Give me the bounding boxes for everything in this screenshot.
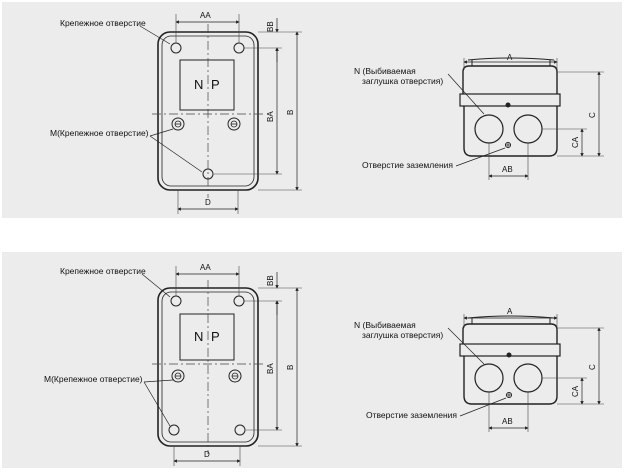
mount-hole-top-left [170, 42, 182, 54]
label-mount-hole: Крепежное отверстие [60, 18, 146, 28]
socket-label-p: P [211, 329, 220, 344]
mount-hole-top-right [233, 295, 245, 307]
socket-label-n: N [194, 77, 203, 92]
knockout-left [474, 363, 504, 393]
dim-ca: CA [571, 385, 580, 397]
mount-hole-top-left [170, 295, 182, 307]
center-screw [506, 352, 512, 358]
center-screw [505, 102, 511, 108]
side-view: N (Выбиваемая заглушка отверстия) Отверс… [354, 53, 604, 180]
socket-window [179, 59, 235, 111]
socket-label-n: N [194, 329, 203, 344]
lid-outline [462, 65, 558, 94]
dim-ab: AB [502, 417, 513, 426]
label-knockout-line2: заглушка отверстия) [362, 76, 443, 86]
front-view: N P Крепежное отверстие M(Крепежное отве… [50, 11, 302, 214]
front-view: N P Крепежное отверстие M(Крепежное отве… [44, 263, 302, 466]
dim-bb: BB [266, 21, 275, 32]
side-view: N (Выбиваемая заглушка отверстия) Отверс… [354, 307, 604, 432]
dim-ab: AB [502, 165, 513, 174]
body-outline [463, 356, 558, 405]
dim-a: A [507, 307, 513, 316]
socket-label-p: P [211, 77, 220, 92]
dim-b: B [286, 110, 295, 115]
m-screw-left [171, 117, 185, 131]
lid-outline [462, 323, 558, 344]
m-screw-left [171, 369, 185, 383]
mount-hole-top-right [233, 42, 245, 54]
socket-window [179, 313, 235, 361]
label-m-hole: M(Крепежное отверстие) [44, 374, 143, 384]
knockout-right [513, 363, 543, 393]
diagram-panel-top: N P Крепежное отверстие M(Крепежное отве… [2, 2, 622, 218]
knockout-left [474, 114, 504, 144]
m-screw-right [228, 369, 242, 383]
dim-b: B [286, 365, 295, 370]
dim-aa: AA [200, 11, 211, 20]
mount-hole-bottom-left [168, 424, 180, 436]
dim-d: D [205, 198, 211, 207]
knockout-right [513, 114, 543, 144]
mount-hole-bottom [202, 168, 214, 180]
label-knockout-line1: N (Выбиваемая [354, 66, 416, 76]
dim-bb: BB [266, 275, 275, 286]
label-m-hole: M(Крепежное отверстие) [50, 128, 149, 138]
label-knockout-line1: N (Выбиваемая [354, 320, 416, 330]
dim-d: D [204, 450, 210, 459]
mount-hole-bottom-right [234, 424, 246, 436]
body-outline [463, 106, 558, 157]
label-ground: Отверстие заземления [366, 410, 457, 420]
label-knockout-line2: заглушка отверстия) [362, 330, 443, 340]
dim-aa: AA [200, 263, 211, 272]
label-ground: Отверстие заземления [362, 160, 453, 170]
dim-a: A [507, 53, 513, 62]
m-screw-right [227, 117, 241, 131]
dim-ba: BA [266, 111, 275, 122]
diagram-panel-bottom: N P Крепежное отверстие M(Крепежное отве… [2, 252, 622, 468]
label-mount-hole: Крепежное отверстие [60, 266, 146, 276]
dim-ba: BA [266, 363, 275, 374]
dim-c: C [588, 364, 597, 370]
dim-c: C [588, 112, 597, 118]
dim-ca: CA [571, 136, 580, 148]
